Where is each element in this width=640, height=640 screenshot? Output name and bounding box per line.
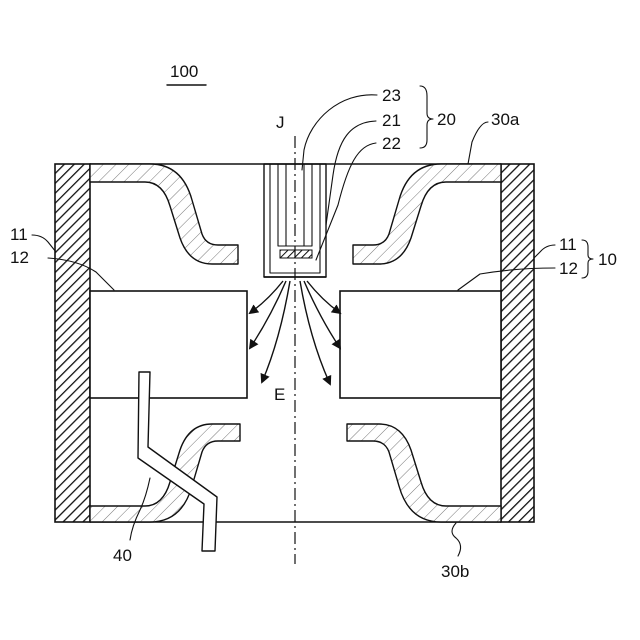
label-12-right: 12 (559, 259, 578, 278)
upper-right-baffle (353, 164, 501, 264)
label-11-left: 11 (10, 225, 28, 244)
label-22: 22 (382, 134, 401, 153)
svg-text:100: 100 (170, 62, 198, 81)
left-wall (55, 164, 90, 522)
label-40: 40 (113, 546, 132, 565)
label-flow-e: E (274, 385, 285, 404)
label-axis-j: J (276, 113, 285, 132)
label-12-left: 12 (10, 248, 29, 267)
label-23: 23 (382, 86, 401, 105)
lower-right-baffle (347, 424, 501, 522)
label-30a: 30a (491, 110, 520, 129)
upper-left-baffle (90, 164, 238, 264)
right-block (340, 291, 501, 398)
label-11-right: 11 (559, 235, 577, 254)
label-21: 21 (382, 111, 401, 130)
label-10: 10 (598, 250, 617, 269)
emitter-tip (280, 250, 312, 258)
figure-number: 100 (167, 62, 206, 85)
label-20: 20 (437, 110, 456, 129)
label-30b: 30b (441, 562, 469, 581)
left-block (90, 291, 247, 398)
right-wall (501, 164, 534, 522)
